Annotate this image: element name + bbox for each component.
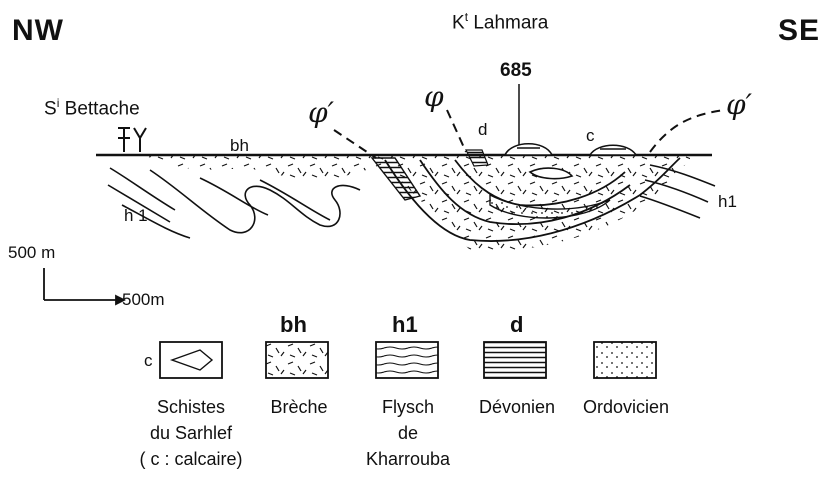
legend-label-breche: Brèche xyxy=(260,394,338,420)
village-symbol xyxy=(118,128,146,152)
legend-label-line: du Sarhlef xyxy=(132,420,250,446)
legend-label-line: Dévonien xyxy=(472,394,562,420)
legend-box-breche xyxy=(266,342,328,378)
legend-label-ordovicien: Ordovicien xyxy=(580,394,672,420)
legend-box-flysch xyxy=(376,342,438,378)
legend-box-devonien xyxy=(484,342,546,378)
legend-code-d: d xyxy=(510,312,523,338)
legend-label-line: Ordovicien xyxy=(580,394,672,420)
legend-label-line: ( c : calcaire) xyxy=(132,446,250,472)
legend-boxes xyxy=(160,342,656,378)
legend-code-h1: h1 xyxy=(392,312,418,338)
legend-label-line: Schistes xyxy=(132,394,250,420)
legend-box-ordovicien xyxy=(594,342,656,378)
legend-label-line: Brèche xyxy=(260,394,338,420)
legend-label-devonien: Dévonien xyxy=(472,394,562,420)
scale-bar xyxy=(44,268,124,304)
legend-label-line: Kharrouba xyxy=(358,446,458,472)
legend-label-schistes: Schistes du Sarhlef ( c : calcaire) xyxy=(132,394,250,472)
legend-label-line: de xyxy=(358,420,458,446)
legend-label-flysch: Flysch de Kharrouba xyxy=(358,394,458,472)
legend-code-bh: bh xyxy=(280,312,307,338)
legend-label-line: Flysch xyxy=(358,394,458,420)
legend-box-mark-c: c xyxy=(144,351,153,371)
